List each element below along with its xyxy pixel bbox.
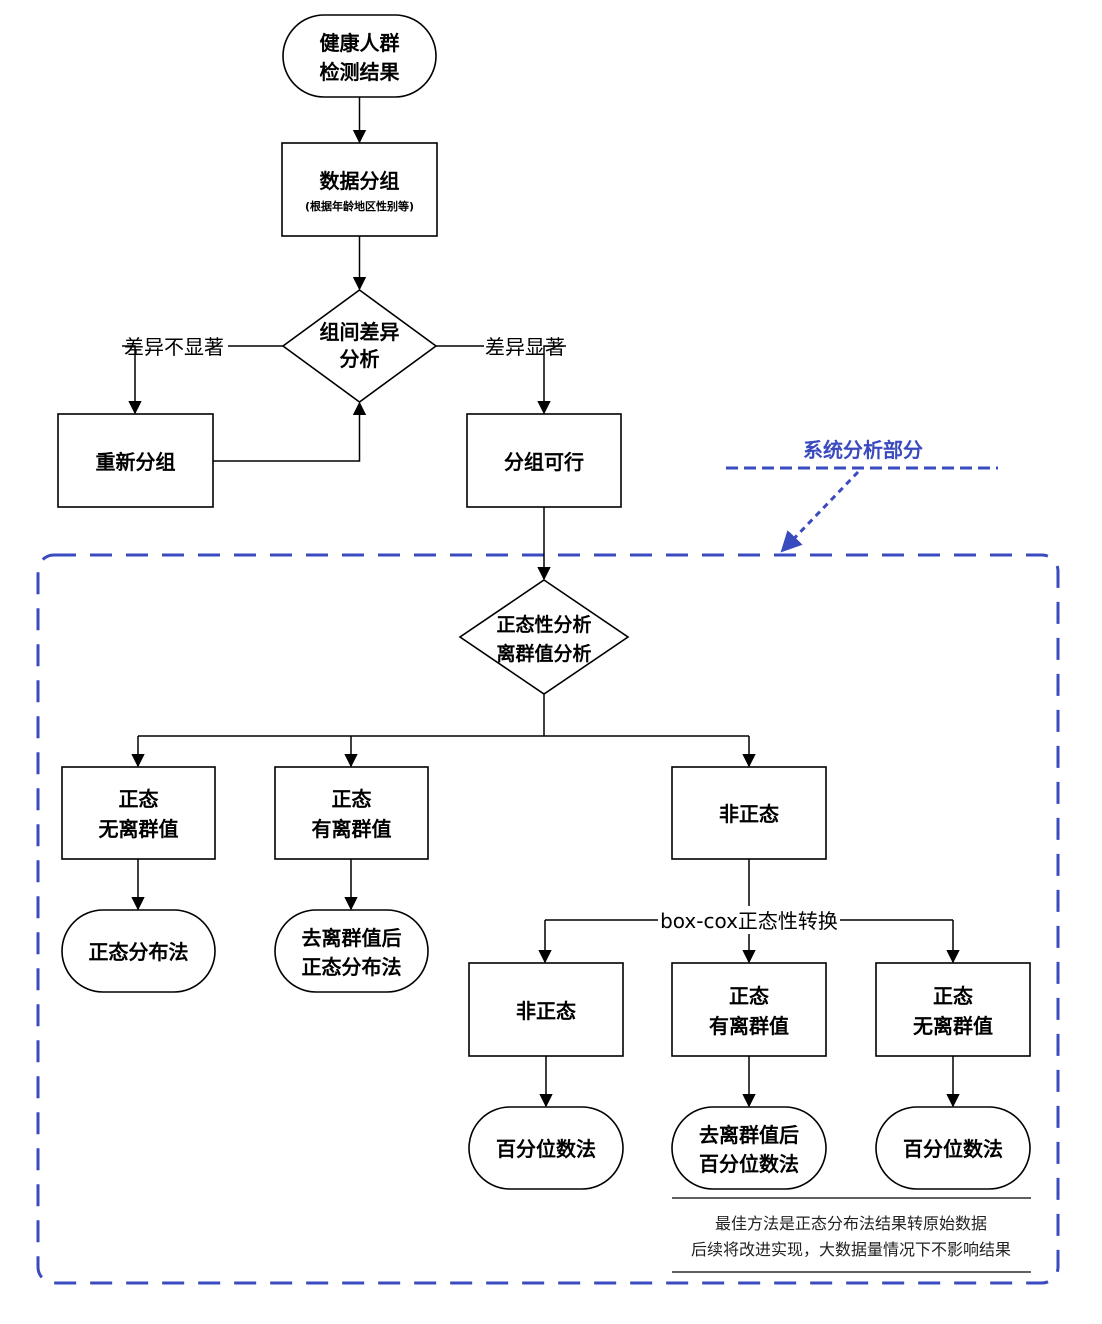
node-normality-line2: 离群值分析 bbox=[496, 642, 591, 665]
node-t-non-normal: 非正态 bbox=[468, 962, 624, 1057]
node-regroup: 重新分组 bbox=[57, 413, 214, 508]
node-non-normal-label: 非正态 bbox=[719, 802, 779, 826]
node-normality-analysis: 正态性分析 离群值分析 bbox=[458, 579, 630, 695]
node-start: 健康人群 检测结果 bbox=[282, 14, 437, 98]
node-t-normal-outlier-line1: 正态 bbox=[729, 984, 769, 1008]
edge-diff-right-b bbox=[537, 345, 566, 415]
node-t-normal-outlier: 正态 有离群值 bbox=[671, 962, 827, 1057]
node-method-remove-percentile-line1: 去离群值后 bbox=[699, 1123, 799, 1147]
note-line2: 后续将改进实现，大数据量情况下不影响结果 bbox=[691, 1240, 1011, 1259]
node-method-percentile-1-label: 百分位数法 bbox=[496, 1137, 596, 1161]
node-method-percentile-2: 百分位数法 bbox=[875, 1106, 1031, 1190]
node-method-normal-label: 正态分布法 bbox=[89, 940, 189, 964]
node-normal-outlier-line2: 有离群值 bbox=[312, 817, 392, 841]
node-normality-line1: 正态性分析 bbox=[496, 613, 591, 636]
node-feasible-label: 分组可行 bbox=[504, 450, 584, 474]
node-diff-analysis: 组间差异 分析 bbox=[281, 289, 438, 403]
node-start-line1: 健康人群 bbox=[320, 31, 400, 55]
system-analysis-label: 系统分析部分 bbox=[803, 438, 923, 462]
node-non-normal: 非正态 bbox=[671, 766, 827, 860]
edge-regroup-diff bbox=[213, 401, 367, 462]
system-label-pointer bbox=[780, 470, 860, 553]
node-normal-no-outlier-line2: 无离群值 bbox=[99, 817, 179, 841]
node-regroup-label: 重新分组 bbox=[96, 450, 176, 474]
node-normal-no-outlier-line1: 正态 bbox=[119, 787, 159, 811]
node-normal-no-outlier: 正态 无离群值 bbox=[61, 766, 216, 860]
node-method-percentile-1: 百分位数法 bbox=[468, 1106, 624, 1190]
node-method-remove-percentile: 去离群值后 百分位数法 bbox=[671, 1106, 827, 1190]
node-normal-outlier-line1: 正态 bbox=[332, 787, 372, 811]
node-diff-line2: 分析 bbox=[340, 347, 380, 371]
node-start-line2: 检测结果 bbox=[320, 60, 400, 84]
note-line1: 最佳方法是正态分布法结果转原始数据 bbox=[715, 1214, 987, 1233]
node-method-remove-normal-line1: 去离群值后 bbox=[302, 926, 402, 950]
node-feasible: 分组可行 bbox=[466, 413, 622, 508]
node-method-remove-normal-line2: 正态分布法 bbox=[302, 955, 402, 979]
node-diff-line1: 组间差异 bbox=[320, 320, 400, 344]
node-t-non-normal-label: 非正态 bbox=[516, 999, 576, 1023]
node-method-normal: 正态分布法 bbox=[61, 909, 216, 993]
edge-label-not-significant: 差异不显著 bbox=[124, 335, 224, 359]
edge-label-boxcox: box-cox正态性转换 bbox=[660, 909, 838, 933]
node-method-remove-percentile-line2: 百分位数法 bbox=[699, 1152, 799, 1176]
node-t-normal-outlier-line2: 有离群值 bbox=[709, 1014, 789, 1038]
node-t-normal-no-outlier-line1: 正态 bbox=[933, 984, 973, 1008]
edge-diff-left-b bbox=[122, 345, 142, 415]
boxcox-label-bg bbox=[658, 906, 840, 934]
node-method-percentile-2-label: 百分位数法 bbox=[903, 1137, 1003, 1161]
node-method-remove-normal: 去离群值后 正态分布法 bbox=[274, 909, 429, 993]
edge-label-significant: 差异显著 bbox=[485, 335, 565, 359]
node-data-group: 数据分组 (根据年龄地区性别等) bbox=[281, 142, 438, 237]
node-data-group-title: 数据分组 bbox=[320, 169, 400, 193]
node-t-normal-no-outlier-line2: 无离群值 bbox=[913, 1014, 993, 1038]
node-normal-outlier: 正态 有离群值 bbox=[274, 766, 429, 860]
node-t-normal-no-outlier: 正态 无离群值 bbox=[875, 962, 1031, 1057]
node-data-group-sub: (根据年龄地区性别等) bbox=[305, 199, 414, 213]
